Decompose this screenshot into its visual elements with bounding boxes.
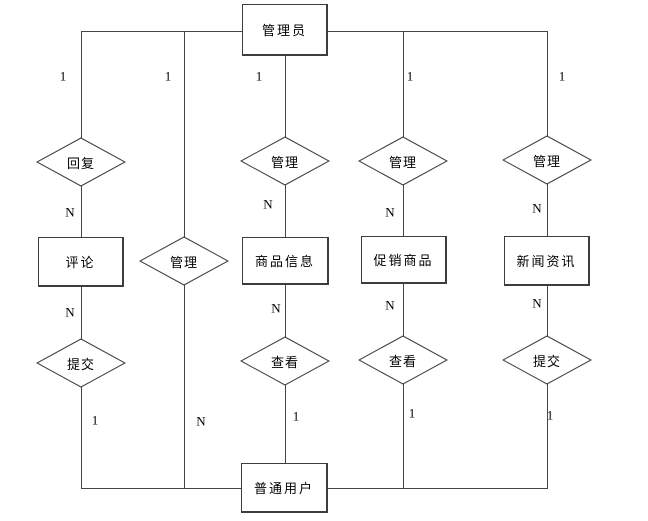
relationship-manage-user: 管理 [139, 236, 229, 286]
cardinality-col1-top: 1 [59, 68, 67, 84]
diamond-shape-icon [240, 136, 330, 186]
cardinality-col4-n2: N [385, 297, 395, 313]
cardinality-col3-bottom: 1 [292, 408, 300, 424]
entity-news-label: 新闻资讯 [516, 254, 577, 269]
relationship-view-promo: 查看 [358, 335, 448, 385]
relationship-submit-news: 提交 [502, 335, 592, 385]
diamond-shape-icon [36, 137, 126, 187]
relationship-reply-label: 回复 [66, 155, 95, 171]
relationship-manage-news-label: 管理 [532, 153, 561, 169]
cardinality-col4-bottom: 1 [408, 405, 416, 421]
entity-news: 新闻资讯 [504, 236, 590, 286]
cardinality-col1-bottom: 1 [91, 412, 99, 428]
relationship-submit-comment-label: 提交 [66, 356, 95, 372]
cardinality-col3-n2: N [271, 300, 281, 316]
cardinality-col1-n2: N [65, 304, 75, 320]
entity-user-label: 普通用户 [253, 481, 314, 496]
diamond-shape-icon [36, 338, 126, 388]
relationship-manage-user-label: 管理 [169, 254, 198, 270]
entity-product-info: 商品信息 [242, 237, 329, 285]
cardinality-col5-n1: N [532, 200, 542, 216]
cardinality-col1-n1: N [65, 204, 75, 220]
relationship-submit-comment: 提交 [36, 338, 126, 388]
diamond-shape-icon [358, 335, 448, 385]
relationship-view-product-label: 查看 [270, 354, 299, 370]
relationship-manage-news: 管理 [502, 135, 592, 185]
diamond-shape-icon [502, 335, 592, 385]
relationship-reply: 回复 [36, 137, 126, 187]
diamond-shape-icon [240, 336, 330, 386]
entity-product-info-label: 商品信息 [254, 254, 315, 269]
diamond-shape-icon [502, 135, 592, 185]
cardinality-col5-bottom: 1 [546, 407, 554, 423]
cardinality-col2-top: 1 [164, 68, 172, 84]
entity-comment-label: 评论 [65, 255, 96, 270]
cardinality-col5-n2: N [532, 295, 542, 311]
cardinality-col4-n1: N [385, 204, 395, 220]
relationship-manage-promo: 管理 [358, 136, 448, 186]
cardinality-col4-top: 1 [406, 68, 414, 84]
relationship-manage-product: 管理 [240, 136, 330, 186]
relationship-view-promo-label: 查看 [388, 353, 417, 369]
entity-promo-product: 促销商品 [361, 236, 447, 284]
entity-comment: 评论 [38, 237, 124, 287]
relationship-submit-news-label: 提交 [532, 353, 561, 369]
relationship-view-product: 查看 [240, 336, 330, 386]
relationship-manage-promo-label: 管理 [388, 154, 417, 170]
cardinality-col3-n1: N [263, 196, 273, 212]
cardinality-col2-bottom: N [196, 413, 206, 429]
diamond-shape-icon [358, 136, 448, 186]
entity-promo-product-label: 促销商品 [373, 253, 434, 268]
entity-admin: 管理员 [242, 4, 328, 56]
entity-user: 普通用户 [241, 463, 328, 513]
cardinality-col5-top: 1 [558, 68, 566, 84]
entity-admin-label: 管理员 [261, 23, 307, 38]
relationship-manage-product-label: 管理 [270, 154, 299, 170]
diamond-shape-icon [139, 236, 229, 286]
cardinality-col3-top: 1 [255, 68, 263, 84]
